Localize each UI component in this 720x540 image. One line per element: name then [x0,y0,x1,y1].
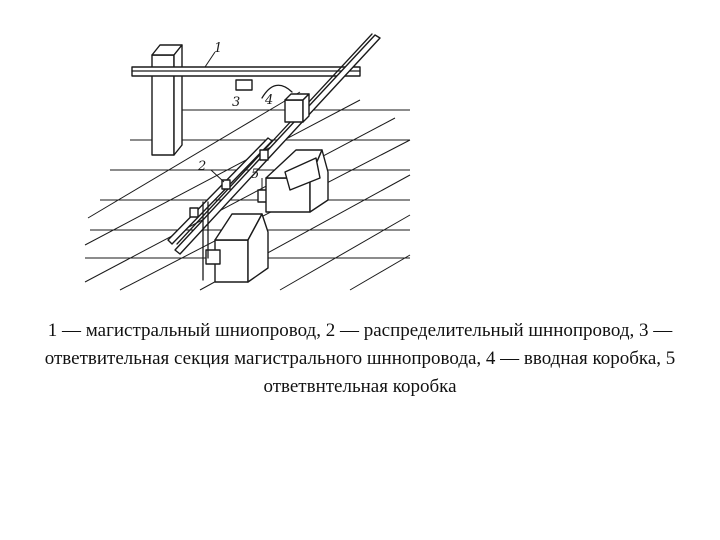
label-5: 5 [251,167,259,182]
column [151,44,183,156]
main-busbar [131,33,381,255]
machine-upper [265,149,329,213]
branch-section-and-input-box [235,79,310,123]
label-1: 1 [214,41,222,56]
label-3: 3 [232,95,240,110]
leader-lines [204,51,263,190]
figure-caption: 1 — магистральный шниопровод, 2 — распре… [44,320,676,397]
machine-lower [205,213,269,283]
label-2: 2 [197,159,206,174]
drop-conduit [202,201,209,281]
label-4: 4 [264,93,273,108]
busbar-diagram: 1 2 3 4 5 [84,33,411,291]
